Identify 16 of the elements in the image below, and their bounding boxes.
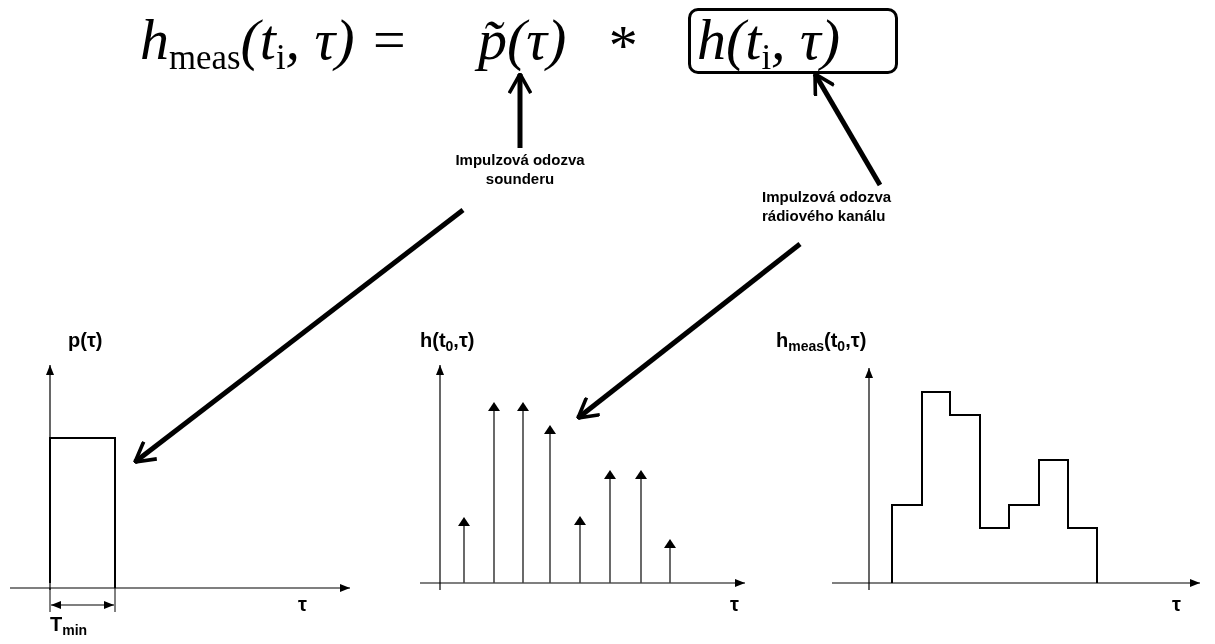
leader-arrow [812, 72, 883, 187]
axis-label: τ [1172, 592, 1181, 616]
annotation-text: Impulzová odozva sounderu [430, 150, 610, 192]
dimension-label: T$_{min}$ [50, 612, 88, 640]
leader-arrow [507, 72, 533, 148]
boxed-equation-term: h(t$_{i}$, τ) [688, 8, 898, 74]
axis-label: τ [730, 592, 739, 616]
leader-arrow [576, 242, 802, 420]
equation-text: h$_{meas}$(t$_{i}$, τ) = [140, 8, 409, 80]
plot-heading: h$_{meas}$(t$_{0}$,τ) [776, 328, 867, 356]
operator-symbol: * [606, 14, 635, 78]
leader-arrow [133, 208, 465, 464]
plot-heading: h(t$_{0}$,τ) [420, 328, 475, 356]
axis-label: τ [298, 592, 307, 616]
annotation-text: Impulzová odozva rádiového kanálu [762, 187, 942, 229]
plot-heading: p(τ) [68, 328, 103, 352]
